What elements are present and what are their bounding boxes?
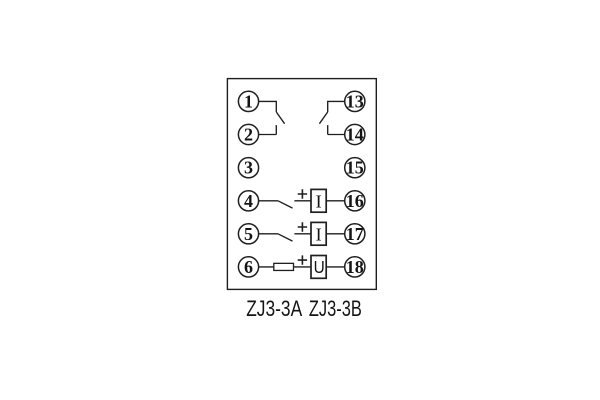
svg-text:18: 18 — [346, 257, 364, 277]
svg-text:I: I — [316, 192, 322, 212]
svg-text:I: I — [316, 225, 322, 245]
svg-text:U: U — [314, 258, 325, 277]
svg-text:5: 5 — [244, 224, 253, 244]
svg-text:16: 16 — [346, 191, 364, 211]
svg-text:13: 13 — [346, 91, 364, 111]
svg-text:ZJ3-3B: ZJ3-3B — [309, 296, 362, 321]
svg-text:2: 2 — [244, 125, 253, 145]
svg-text:6: 6 — [244, 257, 253, 277]
svg-text:15: 15 — [346, 158, 364, 178]
svg-text:1: 1 — [244, 91, 253, 111]
svg-text:3: 3 — [244, 158, 253, 178]
svg-text:17: 17 — [346, 224, 364, 244]
svg-text:4: 4 — [244, 191, 253, 211]
svg-text:ZJ3-3A: ZJ3-3A — [246, 296, 302, 321]
svg-text:14: 14 — [346, 125, 364, 145]
